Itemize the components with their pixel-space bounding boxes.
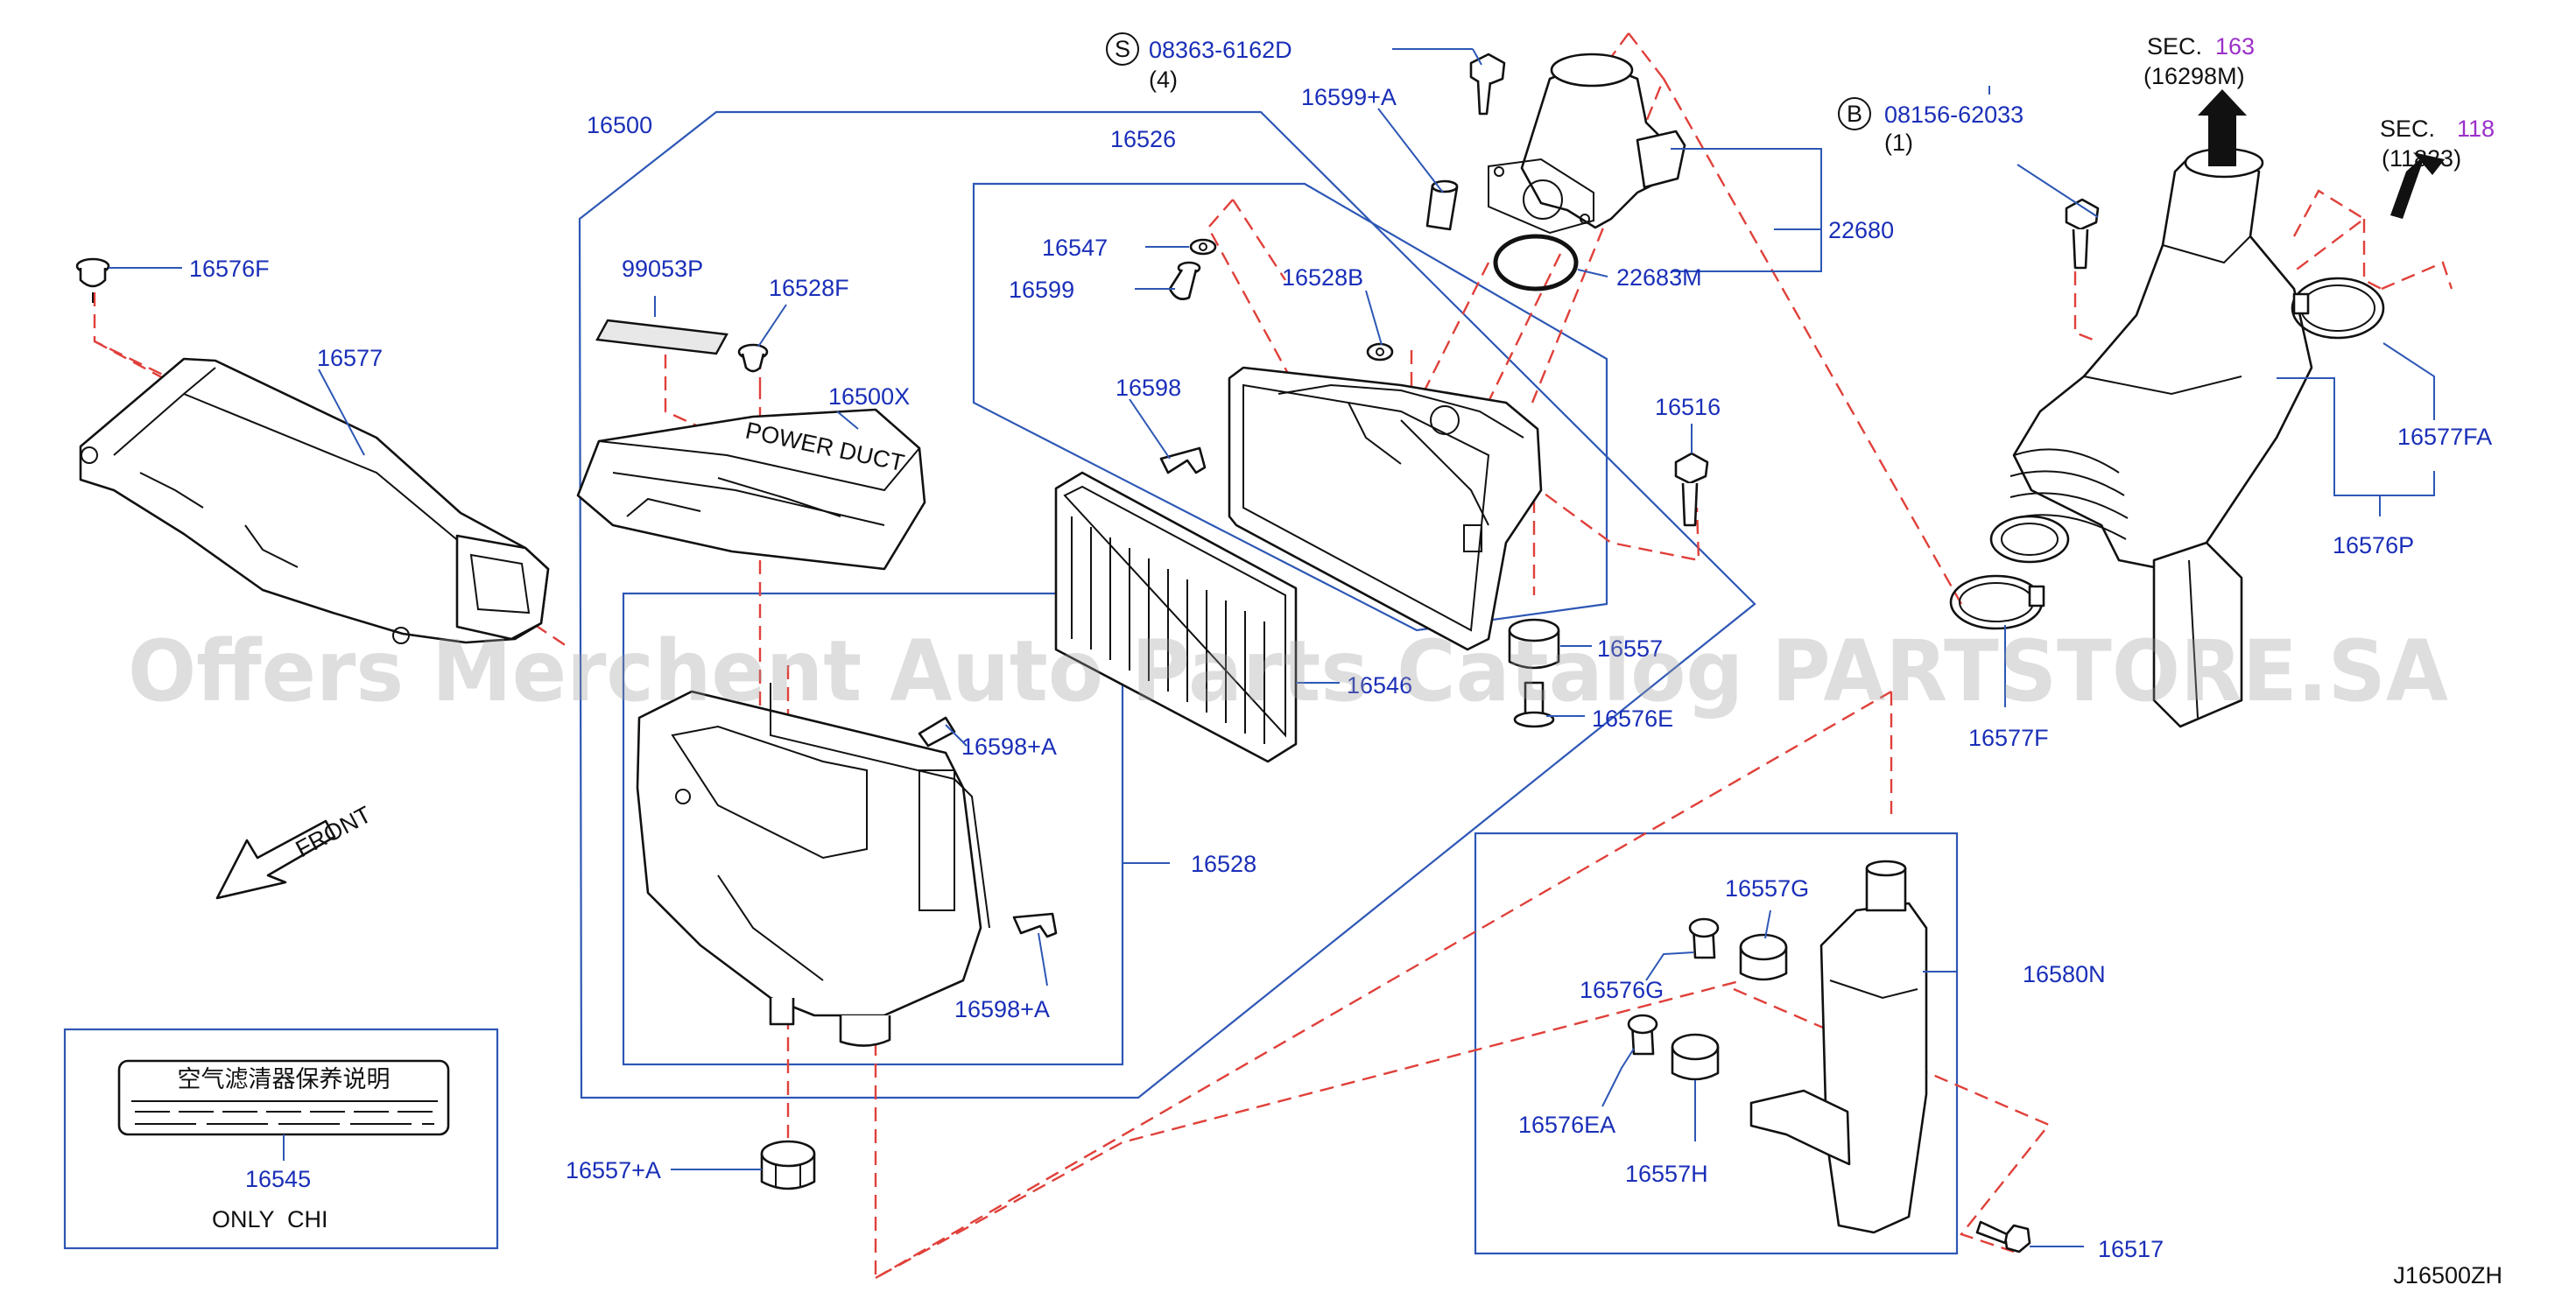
clip-16598A-lower[interactable]	[1012, 912, 1058, 938]
sec163-number: 163	[2215, 33, 2255, 60]
clip-16528F[interactable]	[737, 343, 769, 373]
label-16547[interactable]: 16547	[1042, 235, 1108, 261]
label-16516[interactable]: 16516	[1655, 394, 1721, 420]
label-16599A[interactable]: 16599+A	[1301, 84, 1397, 110]
leader-lines	[109, 48, 2435, 1247]
label-16577F[interactable]: 16577F	[1968, 725, 2049, 751]
power-duct-16500X[interactable]: POWER DUCT	[576, 408, 926, 571]
frame-16580N-resonator	[1474, 832, 1959, 1255]
label-16577[interactable]: 16577	[317, 345, 383, 371]
label-16500[interactable]: 16500	[587, 112, 652, 138]
label-16526[interactable]: 16526	[1110, 126, 1176, 152]
label-16557G[interactable]: 16557G	[1725, 875, 1809, 902]
bolt-s-code: 08363-6162D	[1149, 37, 1292, 63]
label-16557[interactable]: 16557	[1597, 635, 1663, 662]
bushing-16557H[interactable]	[1671, 1033, 1720, 1081]
pin-16599A[interactable]	[1425, 179, 1459, 231]
front-label: FRONT	[292, 801, 376, 862]
mount-16557[interactable]	[1508, 618, 1560, 670]
label-16580N[interactable]: 16580N	[2023, 961, 2106, 987]
stud-16576E[interactable]	[1513, 681, 1555, 728]
grommet-16557A[interactable]	[760, 1140, 816, 1190]
frame-16528-lower-case	[622, 592, 1124, 1066]
label-chinese-text: 空气滤清器保养说明	[178, 1066, 391, 1092]
clip-16598A-upper[interactable]	[918, 716, 956, 748]
sec163-ref: (16298M)	[2143, 63, 2245, 89]
arrow-sec-118-head	[2413, 152, 2445, 175]
callout-bolt-s[interactable]: S 08363-6162D (4)	[1106, 32, 1292, 93]
arrow-sec-163	[2198, 89, 2247, 166]
clip-16599[interactable]	[1168, 261, 1201, 300]
bolt-s-letter: S	[1115, 36, 1130, 62]
label-16528[interactable]: 16528	[1191, 851, 1256, 877]
label-16576F[interactable]: 16576F	[189, 256, 270, 282]
sec118-prefix: SEC.	[2380, 116, 2435, 142]
bushing-16557G[interactable]	[1739, 933, 1788, 981]
label-16598[interactable]: 16598	[1116, 375, 1181, 401]
frame-16500-assembly	[578, 110, 1756, 1099]
clip-16598[interactable]	[1159, 446, 1207, 474]
intake-duct-16577[interactable]	[79, 357, 550, 644]
label-16599[interactable]: 16599	[1009, 277, 1074, 303]
callout-bolt-b[interactable]: B 08156-62033 (1)	[1838, 97, 2023, 156]
bolt-08156-62033[interactable]	[2065, 198, 2100, 270]
label-only-chi: ONLY CHI	[212, 1206, 328, 1232]
label-16557A[interactable]: 16557+A	[566, 1157, 661, 1183]
label-22683M[interactable]: 22683M	[1616, 264, 1702, 291]
frame-16545-label	[63, 1028, 499, 1250]
label-16528B[interactable]: 16528B	[1282, 264, 1363, 291]
bolt-16517[interactable]	[1975, 1220, 2031, 1253]
label-16577FA[interactable]: 16577FA	[2397, 424, 2492, 450]
label-22680[interactable]: 22680	[1828, 217, 1894, 243]
airflow-meter-22680[interactable]	[1488, 53, 1686, 235]
label-16576G[interactable]: 16576G	[1580, 977, 1664, 1003]
diagram-code: J16500ZH	[2393, 1262, 2502, 1288]
pin-16576G[interactable]	[1688, 917, 1720, 959]
sec-118-reference[interactable]: SEC. 118 (11823)	[2380, 116, 2495, 172]
resonator-16580N[interactable]	[1749, 860, 1928, 1234]
inlet-hose-16576P[interactable]	[1989, 147, 2313, 728]
grommet-16547[interactable]	[1189, 238, 1217, 256]
clamp-16577FA[interactable]	[2291, 277, 2385, 340]
sec118-ref: (11823)	[2382, 145, 2461, 172]
clip-16528B[interactable]	[1366, 342, 1394, 362]
bolt-b-qty: (1)	[1884, 130, 1913, 156]
front-arrow-icon: FRONT	[215, 801, 376, 900]
label-16546[interactable]: 16546	[1347, 672, 1412, 699]
o-ring-22683M[interactable]	[1493, 234, 1579, 291]
label-16576E[interactable]: 16576E	[1592, 706, 1673, 732]
part-labels: 16500 16526 16576F 16577 99053P 16528F 1…	[189, 84, 2492, 1262]
upper-case-16526[interactable]	[1228, 366, 1543, 651]
sec-163-reference[interactable]: SEC. 163 (16298M)	[2143, 33, 2255, 89]
watermark: Offers Merchent Auto Parts Catalog PARTS…	[128, 622, 2448, 720]
label-16576EA[interactable]: 16576EA	[1518, 1112, 1615, 1138]
label-16517[interactable]: 16517	[2098, 1236, 2164, 1262]
label-16576P[interactable]: 16576P	[2333, 532, 2414, 558]
label-16598A-upper[interactable]: 16598+A	[961, 734, 1057, 760]
bolt-08363-6162D[interactable]	[1469, 53, 1506, 116]
label-16500X[interactable]: 16500X	[828, 383, 910, 410]
frame-16526-element-housing	[972, 182, 1608, 632]
label-16545[interactable]: 空气滤清器保养说明	[117, 1059, 450, 1136]
label-16557H[interactable]: 16557H	[1625, 1161, 1708, 1187]
clip-16576F[interactable]	[75, 257, 110, 303]
label-99053P[interactable]: 99053P	[622, 256, 703, 282]
label-16598A-lower[interactable]: 16598+A	[954, 996, 1050, 1022]
label-16528F[interactable]: 16528F	[769, 275, 849, 301]
bolt-b-letter: B	[1847, 101, 1862, 127]
arrow-sec-118	[2390, 154, 2425, 219]
label-16545[interactable]: 16545	[245, 1166, 311, 1192]
bolt-16516[interactable]	[1674, 452, 1709, 527]
label-99053P[interactable]	[595, 319, 728, 355]
sec163-prefix: SEC.	[2147, 33, 2202, 60]
sec118-number: 118	[2457, 116, 2495, 142]
clamp-16577F[interactable]	[1949, 574, 2045, 630]
filter-element-16546[interactable]	[1054, 471, 1298, 763]
bolt-b-code: 08156-62033	[1884, 102, 2023, 128]
filter-pleats	[1071, 516, 1265, 744]
pin-16576EA[interactable]	[1627, 1014, 1658, 1056]
lower-case-16528[interactable]	[636, 683, 990, 1047]
bolt-s-qty: (4)	[1149, 67, 1178, 93]
